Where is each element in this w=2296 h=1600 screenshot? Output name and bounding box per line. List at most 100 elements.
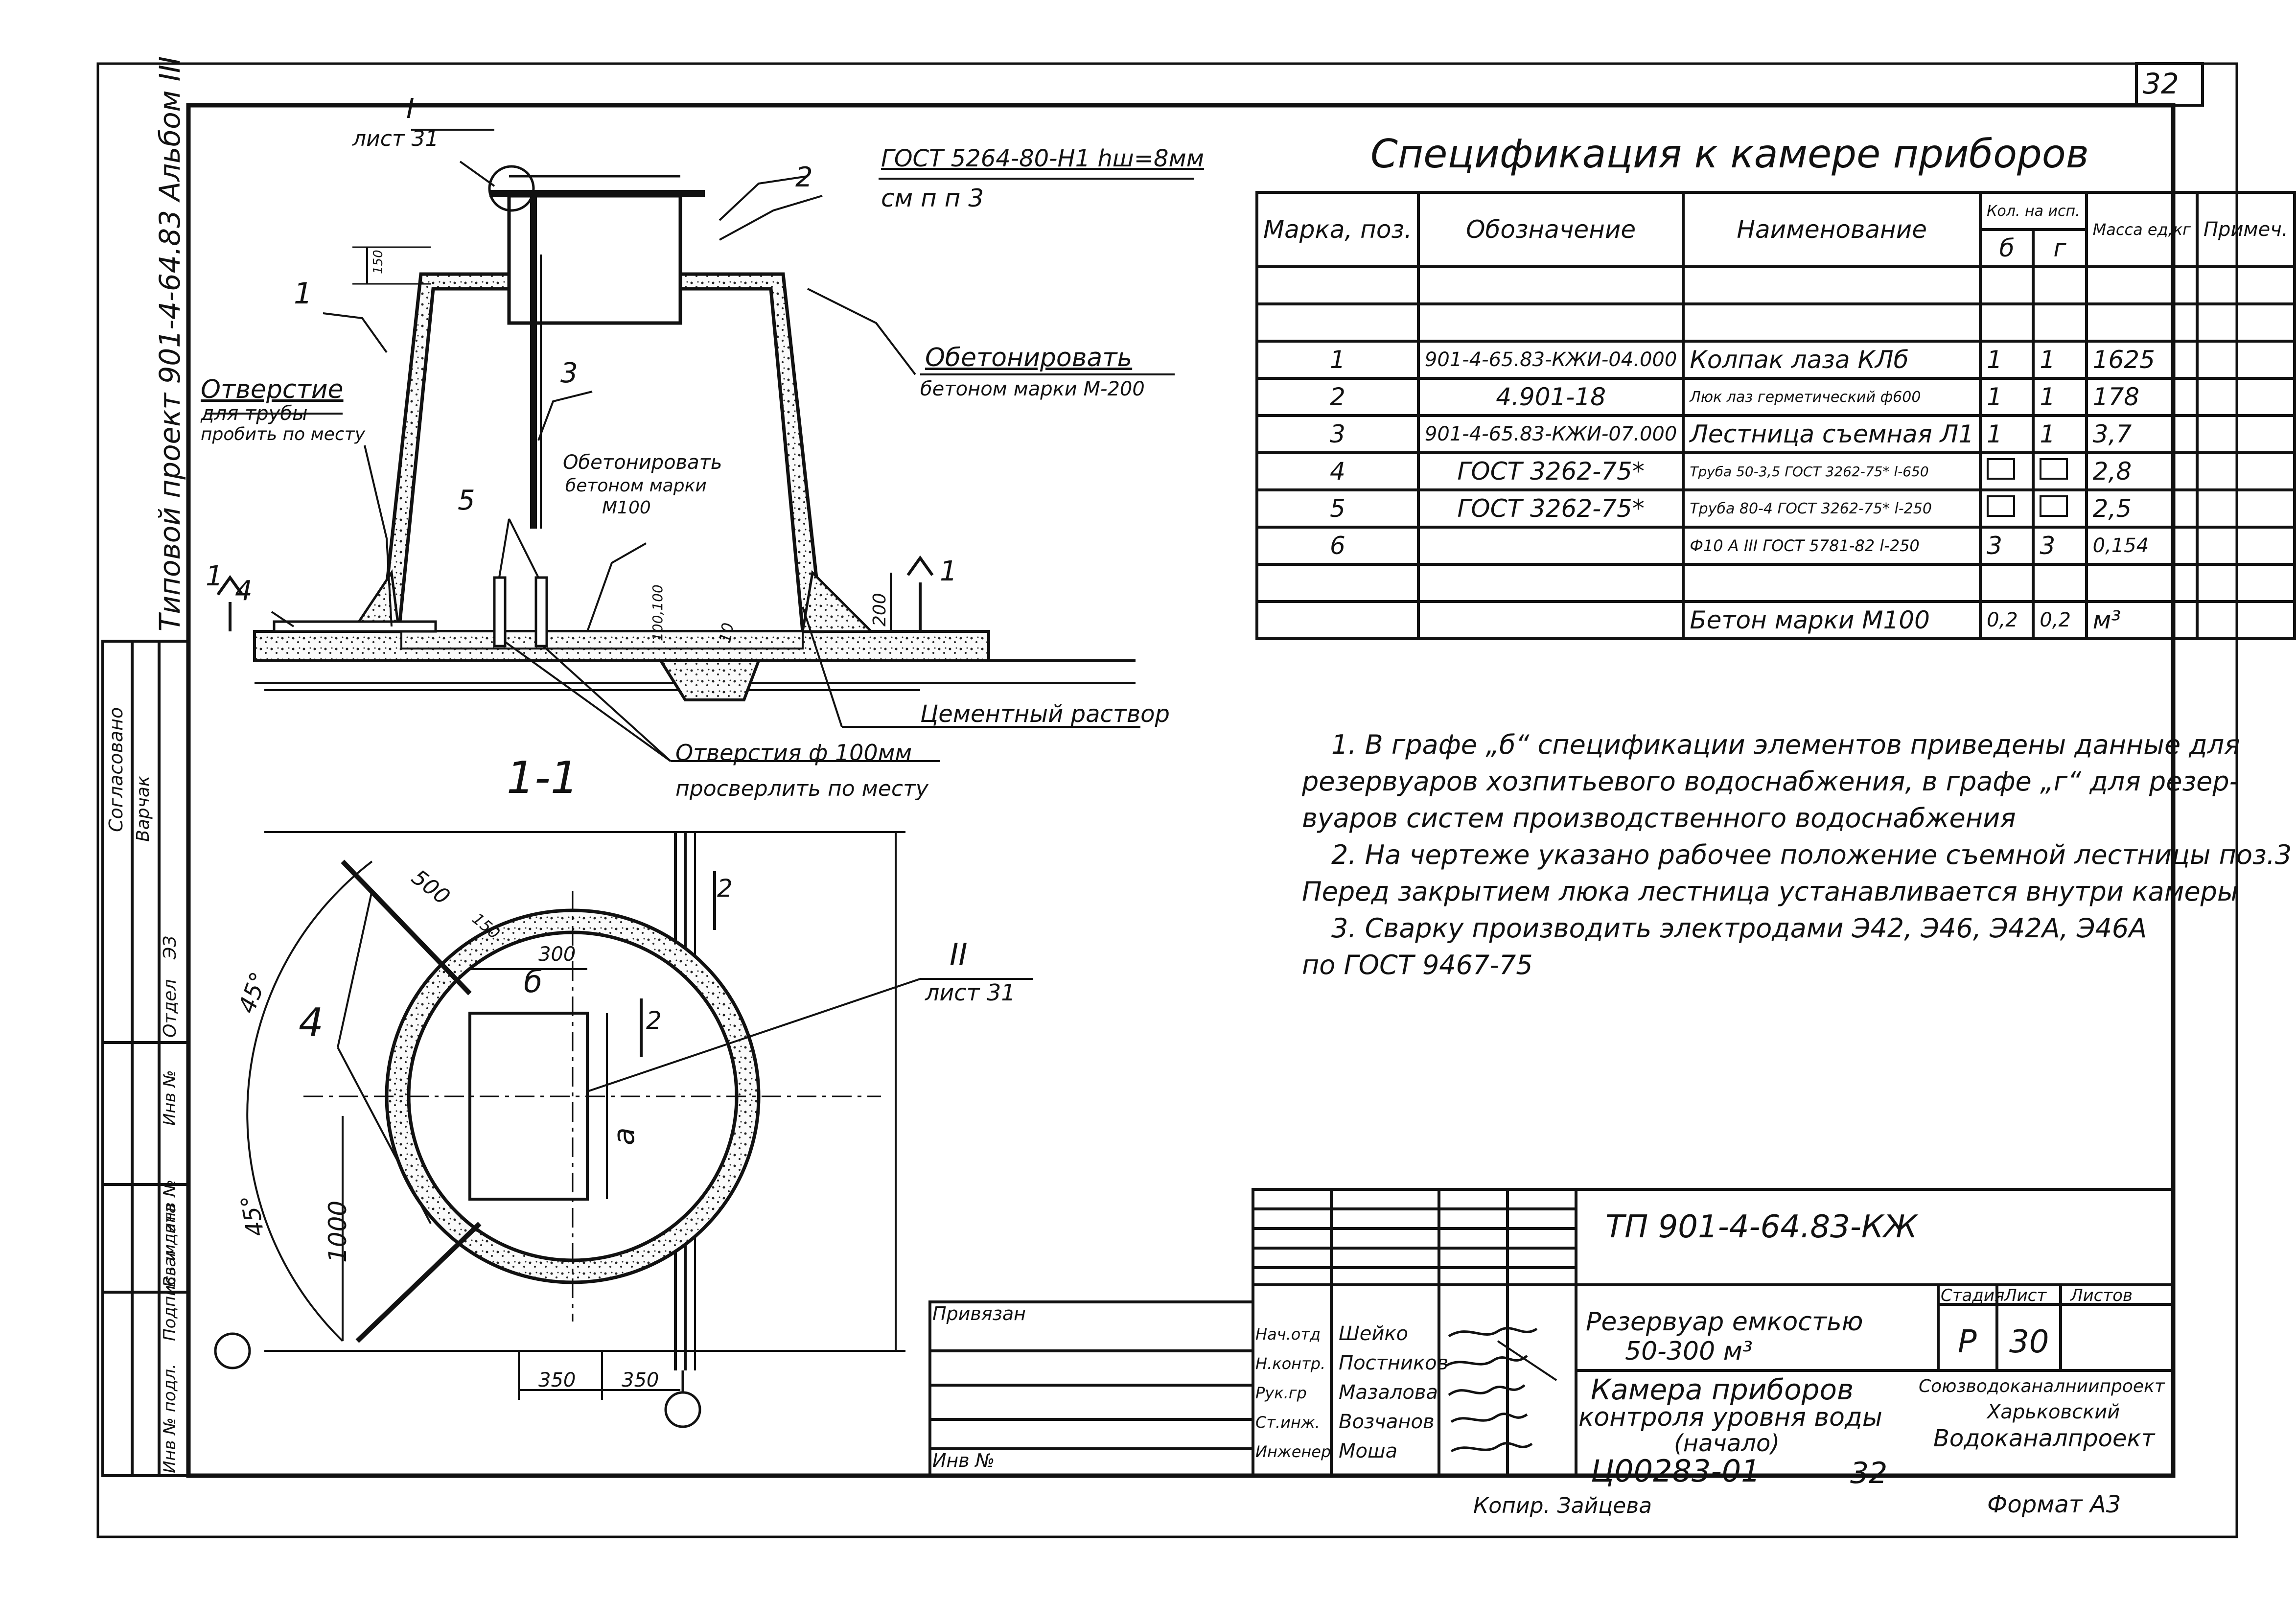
spec-designation: ГОСТ 3262-75* bbox=[1416, 488, 1685, 529]
pipe-hole-label-1: Отверстие bbox=[201, 375, 344, 404]
sheets-label: Листов bbox=[2070, 1286, 2133, 1305]
spec-name: Люк лаз герметический ф600 bbox=[1682, 377, 1982, 417]
object-name-2: 50-300 м³ bbox=[1625, 1337, 1753, 1366]
spec-designation: ГОСТ 3262-75* bbox=[1416, 451, 1685, 491]
spec-qty-b bbox=[1979, 451, 2035, 491]
cut-mark-left: 1 bbox=[206, 560, 223, 592]
spec-title: Спецификация к камере приборов bbox=[1370, 131, 2089, 177]
spec-header-name: Наименование bbox=[1682, 191, 1982, 268]
person-role: Н.контр. bbox=[1255, 1354, 1326, 1373]
sheet-number-box bbox=[2135, 62, 2204, 107]
spec-mass: 178 bbox=[2085, 377, 2199, 417]
pos-2-label: 2 bbox=[795, 162, 813, 193]
table-row: 1 901-4-65.83-КЖИ-04.000 Колпак лаза КЛб… bbox=[1255, 340, 2296, 380]
attached-label: Привязан bbox=[932, 1303, 1026, 1324]
pos-4-label: 4 bbox=[235, 575, 253, 607]
org-name-1: Союзводоканалниипроект bbox=[1919, 1376, 2165, 1396]
person-name: Постников bbox=[1339, 1352, 1449, 1374]
concrete-out-label: Обетонировать bbox=[925, 343, 1133, 372]
outer-border bbox=[96, 62, 2238, 1538]
spec-qty-b: 1 bbox=[1979, 340, 2035, 380]
spec-mass: 3,7 bbox=[2085, 414, 2199, 454]
concrete-in-label: Обетонировать bbox=[563, 451, 722, 474]
drawing-name-1: Камера приборов bbox=[1591, 1373, 1854, 1406]
spec-mark: 2 bbox=[1255, 377, 1420, 417]
spec-qty-b: 1 bbox=[1979, 414, 2035, 454]
note-line-6: 3. Сварку производить электродами Э42, Э… bbox=[1331, 913, 2147, 944]
spec-qty-g: 1 bbox=[2032, 414, 2088, 454]
cement-mortar-label: Цементный раствор bbox=[920, 700, 1170, 728]
spec-name: Лестница съемная Л1 bbox=[1682, 414, 1982, 454]
stage-label: Стадия bbox=[1941, 1286, 2005, 1305]
table-row: 3 901-4-65.83-КЖИ-07.000 Лестница съемна… bbox=[1255, 414, 2296, 454]
concrete-out-grade: бетоном марки М-200 bbox=[920, 378, 1145, 400]
spec-mark: 1 bbox=[1255, 340, 1420, 380]
drawing-code: ТП 901-4-64.83-КЖ bbox=[1605, 1209, 1918, 1245]
cut-mark-right: 1 bbox=[940, 556, 957, 587]
spec-qty-g: 3 bbox=[2032, 526, 2088, 566]
spec-qty-g: 1 bbox=[2032, 340, 2088, 380]
spec-header-mark: Марка, поз. bbox=[1255, 191, 1420, 268]
spec-mass: 0,154 bbox=[2085, 526, 2199, 566]
person-role: Нач.отд bbox=[1255, 1325, 1321, 1344]
concrete-in-grade: бетоном марки bbox=[565, 476, 707, 496]
spec-name: Ф10 А III ГОСТ 5781-82 l-250 bbox=[1682, 526, 1982, 566]
spec-total-row: Бетон марки М100 0,2 0,2 м³ bbox=[1255, 600, 2296, 640]
object-name-1: Резервуар емкостью bbox=[1586, 1307, 1863, 1337]
spec-mark: 6 bbox=[1255, 526, 1420, 566]
spec-designation: 901-4-65.83-КЖИ-04.000 bbox=[1416, 340, 1685, 380]
spec-header-qty-g: г bbox=[2032, 228, 2088, 268]
spec-mark: 4 bbox=[1255, 451, 1420, 491]
stamp-dept: Отдел bbox=[160, 979, 180, 1038]
drawing-name-2: контроля уровня воды bbox=[1578, 1403, 1882, 1432]
spec-qty-b: 3 bbox=[1979, 526, 2035, 566]
person-role: Инженер bbox=[1255, 1442, 1331, 1461]
spec-header-designation: Обозначение bbox=[1416, 191, 1685, 268]
note-line-7: по ГОСТ 9467-75 bbox=[1302, 950, 1533, 980]
dim-350-a: 350 bbox=[538, 1369, 576, 1391]
side-label: Типовой проект 901-4-64.83 Альбом III bbox=[153, 56, 186, 631]
paper-format: Формат А3 bbox=[1987, 1491, 2121, 1518]
spec-header-qty-b: б bbox=[1979, 228, 2035, 268]
gost-hatch-label: ГОСТ 5264-80-Н1 hш=8мм bbox=[881, 145, 1204, 172]
concrete-in-grade-2: М100 bbox=[602, 498, 651, 518]
view-mark-1: I bbox=[406, 93, 415, 125]
bottom-number: 32 bbox=[1850, 1456, 1888, 1490]
org-name-2: Харьковский bbox=[1987, 1401, 2120, 1423]
dim-100-100: 100,100 bbox=[649, 584, 666, 641]
person-name: Моша bbox=[1339, 1440, 1398, 1462]
spec-name: Колпак лаза КЛб bbox=[1682, 340, 1982, 380]
note-line-4: 2. На чертеже указано рабочее положение … bbox=[1331, 839, 2292, 870]
spec-qty-g bbox=[2032, 488, 2088, 529]
table-row: 5 ГОСТ 3262-75* Труба 80-4 ГОСТ 3262-75*… bbox=[1255, 488, 2296, 529]
spec-total-b: 0,2 bbox=[1979, 600, 2035, 640]
note-line-2: резервуаров хозпитьевого водоснабжения, … bbox=[1302, 766, 2239, 797]
holes-label-1: Отверстия ф 100мм bbox=[675, 740, 912, 766]
stamp-ez: ЭЗ bbox=[160, 935, 180, 959]
view-mark-2: II bbox=[950, 937, 968, 973]
section-1-1 bbox=[206, 129, 1194, 762]
person-role: Рук.гр bbox=[1255, 1384, 1307, 1402]
sheet-value: 30 bbox=[2009, 1324, 2049, 1360]
sheet-label: Лист bbox=[2004, 1286, 2047, 1305]
spec-name: Труба 50-3,5 ГОСТ 3262-75* l-650 bbox=[1682, 451, 1982, 491]
dim-1000: 1000 bbox=[324, 1200, 352, 1263]
spec-name: Труба 80-4 ГОСТ 3262-75* l-250 bbox=[1682, 488, 1982, 529]
pipe-hole-label-3: пробить по месту bbox=[201, 424, 366, 444]
spec-blank-row bbox=[1255, 265, 2296, 305]
inv-label: Инв № bbox=[932, 1450, 995, 1471]
view-mark-1-sheet: лист 31 bbox=[352, 126, 439, 151]
spec-qty-g bbox=[2032, 451, 2088, 491]
see-item-label: см п п 3 bbox=[881, 184, 984, 212]
spec-mark: 5 bbox=[1255, 488, 1420, 529]
person-name: Шейко bbox=[1339, 1322, 1409, 1345]
plan-pos-4: 4 bbox=[299, 1000, 324, 1045]
left-stamp bbox=[101, 640, 190, 1477]
pos-1-label: 1 bbox=[294, 277, 313, 311]
person-role: Ст.инж. bbox=[1255, 1413, 1320, 1432]
stamp-varchak: Варчак bbox=[133, 776, 153, 842]
stamp-signature: Подпись и дата bbox=[160, 1203, 180, 1341]
dim-a: а bbox=[607, 1127, 641, 1145]
stage-value: Р bbox=[1958, 1324, 1977, 1360]
section-2-top: 2 bbox=[717, 874, 733, 903]
